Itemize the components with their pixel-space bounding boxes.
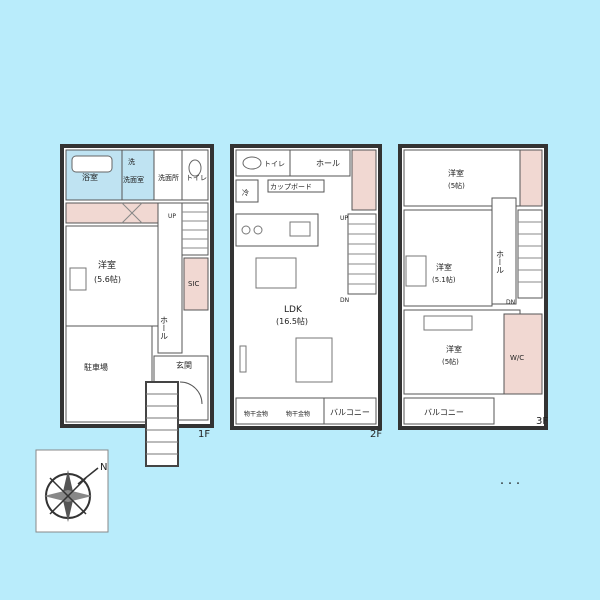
floor-label-3f: 3F: [536, 416, 548, 427]
mark-dn-3f: DN: [506, 299, 515, 306]
ellipsis-mark: ・・・: [498, 479, 522, 488]
bed-icon: [423, 315, 473, 331]
entry-steps-lines: [146, 393, 178, 455]
label-toilet-1f: トイレ: [186, 174, 207, 182]
compass: N: [35, 449, 109, 533]
dining-table: [255, 257, 297, 289]
storage-1f-cross-2: [121, 202, 143, 224]
label-wic: W/C: [510, 354, 524, 362]
compass-north-label: N: [100, 462, 107, 473]
label-fridge: 冷: [242, 188, 249, 197]
label-ldk-size: (16.5帖): [276, 316, 308, 326]
label-hall-2f: ホール: [316, 159, 340, 168]
stairs-3f-steps: [518, 221, 542, 283]
stove-icon-2: [253, 225, 263, 235]
floor-2f: トイレ ホール カップボード 冷 LDK (16.5帖) 物干金物 物干金物 バ…: [230, 144, 382, 440]
label-room2-3f-size: (5.1帖): [432, 275, 456, 284]
sink-icon: [289, 221, 311, 237]
label-room3-3f-size: (5帖): [442, 357, 459, 366]
toilet-1f-icon: [188, 159, 202, 177]
wic-3f: [503, 313, 543, 395]
fridge: [235, 179, 259, 203]
label-room2-3f: 洋室: [436, 262, 452, 272]
compass-diagonal-2: [49, 477, 87, 515]
label-ldk: LDK: [284, 305, 303, 315]
label-room1-3f-size: (5帖): [448, 181, 465, 190]
label-hall-1f: ホール: [160, 316, 169, 340]
hall-3f: [491, 197, 517, 305]
stairs-1f-steps: [182, 211, 208, 249]
floor-3f: 洋室 (5帖) 洋室 (5.1帖) ホール 洋室 (5帖) W/C バルコニー …: [398, 144, 548, 430]
label-garage: 駐車場: [84, 362, 108, 372]
label-yoshitsu-1f-size: (5.6帖): [94, 274, 121, 284]
laundry-area: [153, 149, 183, 201]
label-room3-3f: 洋室: [446, 344, 462, 354]
label-cupboard: カップボード: [270, 183, 312, 191]
balcony-2f: [323, 397, 377, 425]
hall-2f: [289, 149, 351, 177]
label-sic: SIC: [188, 280, 200, 288]
tv-board-icon: [239, 345, 247, 373]
floor-1f: 浴室 洗 洗面室 洗面所 トイレ 洋室 (5.6帖) ホール SIC 駐車場 玄…: [60, 144, 214, 467]
storage-3f: [519, 149, 543, 207]
label-storage-2f-left: 物干金物: [244, 410, 268, 418]
sic-area: [183, 257, 209, 311]
storage-strip-2f: [235, 397, 325, 425]
cupboard: [267, 179, 325, 193]
washroom-area: [121, 149, 155, 201]
hall-1f: [157, 202, 183, 354]
label-washroom-top: 洗: [128, 157, 135, 166]
label-storage-2f-right: 物干金物: [286, 410, 310, 418]
label-toilet-2f: トイレ: [264, 160, 285, 168]
storage-2f: [351, 149, 377, 211]
label-yoshitsu-1f: 洋室: [98, 259, 116, 271]
mark-up-2f: UP: [340, 215, 348, 222]
north-arrow-icon: [77, 467, 99, 485]
toilet-2f-icon: [242, 156, 262, 170]
desk-icon: [69, 267, 87, 291]
door-swing-1f: [179, 381, 203, 405]
label-genkan: 玄関: [176, 360, 192, 370]
sofa-icon: [295, 337, 333, 383]
label-room1-3f: 洋室: [448, 168, 464, 178]
mark-up-1f: UP: [168, 213, 176, 220]
label-bath: 浴室: [82, 172, 98, 182]
label-balcony-3f: バルコニー: [424, 408, 464, 417]
room2-desk-icon: [405, 255, 427, 287]
storage-1f: [65, 202, 159, 224]
floor-label-1f: 1F: [198, 429, 210, 440]
floor-label-2f: 2F: [370, 429, 382, 440]
entry-steps: [145, 381, 179, 467]
stove-icon: [241, 225, 251, 235]
label-laundry: 洗面所: [158, 173, 179, 182]
bathtub-icon: [71, 155, 113, 173]
label-hall-3f: ホール: [496, 250, 505, 274]
garage-1f: [65, 325, 153, 423]
label-balcony-2f: バルコニー: [330, 408, 370, 417]
stairs-2f-steps: [348, 223, 376, 285]
room1-3f: [403, 149, 521, 207]
stairs-1f: [181, 202, 209, 256]
mark-dn-2f: DN: [340, 297, 349, 304]
balcony-3f: [403, 397, 495, 425]
label-washroom: 洗面室: [123, 175, 144, 184]
stairs-3f: [517, 209, 543, 299]
